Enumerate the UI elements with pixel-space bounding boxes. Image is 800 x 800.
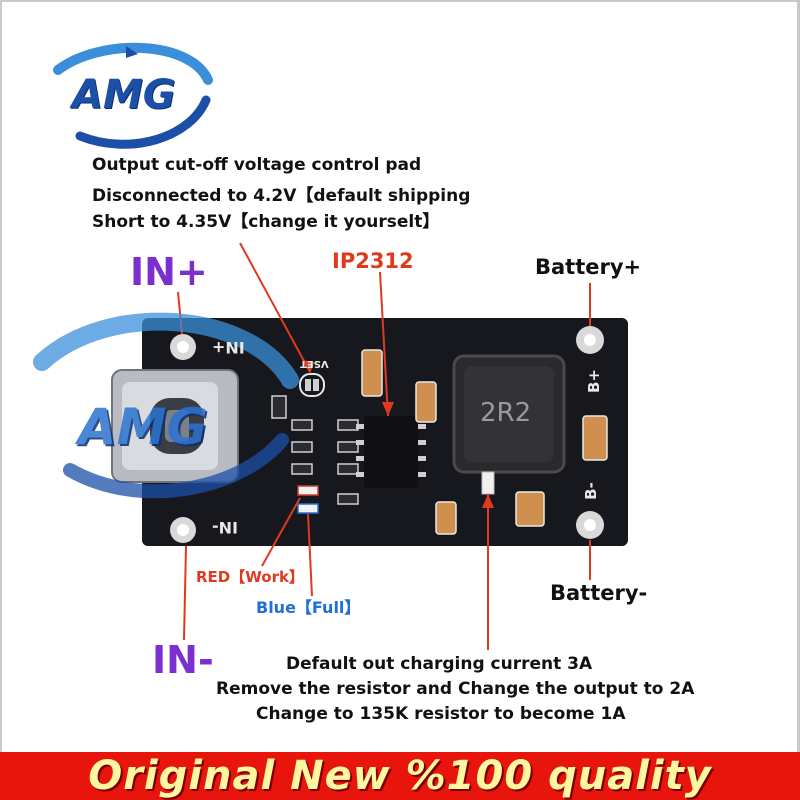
pad-battery-minus	[576, 511, 604, 539]
current-note-line-1: Default out charging current 3A	[286, 654, 593, 674]
annotation-lines	[177, 242, 591, 650]
ip2312-chip	[356, 416, 426, 488]
logo-swoosh-icon	[53, 42, 213, 149]
silk-vset: VSET	[300, 358, 329, 369]
pad-battery-plus	[576, 326, 604, 354]
current-note-line-2: Remove the resistor and Change the outpu…	[216, 679, 695, 699]
silk-in-plus: IN+	[212, 338, 245, 357]
pad-note-line-2: Disconnected to 4.2V【default shipping	[92, 186, 471, 206]
in-minus-label: IN-	[152, 638, 214, 682]
vset-pad	[299, 373, 325, 397]
capacitors	[361, 349, 608, 535]
battery-plus-label: Battery+	[535, 255, 642, 279]
smd-components-left	[271, 395, 359, 505]
blue-led	[297, 503, 319, 514]
pad-note-line-3: Short to 4.35V【change it yourselt】	[92, 212, 440, 232]
right-frame-line	[797, 0, 800, 752]
red-led	[297, 485, 319, 496]
silk-in-minus: IN-	[212, 518, 238, 537]
battery-minus-label: Battery-	[550, 581, 648, 605]
amg-watermark-text: AMG	[78, 398, 208, 456]
quality-banner-text: Original New %100 quality	[88, 753, 712, 799]
top-frame-line	[0, 0, 800, 2]
quality-banner	[0, 752, 800, 800]
in-plus-label: IN+	[130, 250, 208, 294]
usb-c-connector	[111, 369, 239, 483]
logo-text: AMG	[72, 72, 176, 118]
pad-in-minus	[170, 517, 196, 543]
inductor-marking: 2R2	[480, 398, 532, 428]
left-frame-line	[0, 0, 2, 752]
pad-in-plus	[170, 334, 196, 360]
annotation-arrowheads	[302, 360, 494, 508]
inductor-2r2	[452, 354, 566, 474]
pad-note-line-1: Output cut-off voltage control pad	[92, 155, 422, 175]
current-note-line-3: Change to 135K resistor to become 1A	[256, 704, 626, 724]
silk-b-plus: B+	[585, 368, 604, 394]
current-set-resistor	[481, 471, 495, 495]
silk-b-minus: B-	[581, 482, 600, 500]
amg-watermark-icon	[33, 312, 299, 499]
amg-logo: AMG	[40, 40, 220, 150]
chip-label: IP2312	[332, 249, 414, 273]
led-blue-label: Blue【Full】	[256, 598, 361, 617]
led-red-label: RED【Work】	[196, 568, 304, 586]
